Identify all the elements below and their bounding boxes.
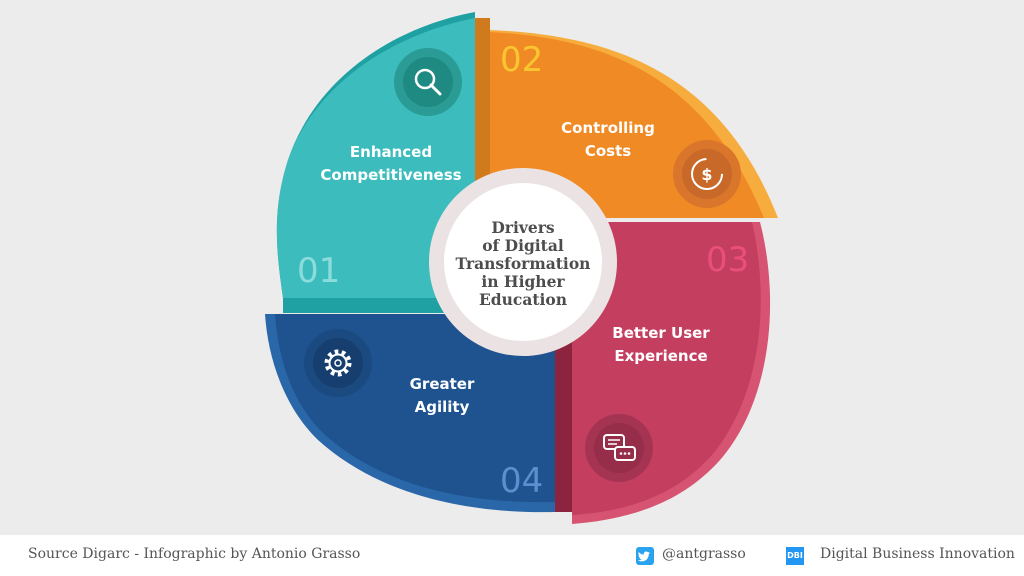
brand-name: Digital Business Innovation (820, 546, 1015, 562)
dbi-logo-icon: DBI (786, 547, 804, 565)
segment-01-label: Competitiveness (320, 166, 461, 184)
segment-03-label: Better User (612, 324, 710, 342)
center-title: Drivers of Digital Transformation in Hig… (456, 218, 591, 309)
center-title-line: of Digital (482, 236, 564, 255)
drivers-diagram: Drivers of Digital Transformation in Hig… (265, 12, 778, 524)
chat-bubbles-icon (585, 414, 653, 482)
segment-04-label: Agility (415, 398, 470, 416)
segment-04-number: 04 (500, 461, 543, 501)
center-title-line: Education (479, 290, 567, 309)
source-credit: Source Digarc - Infographic by Antonio G… (28, 546, 361, 562)
dollar-coin-icon: $ (673, 140, 741, 208)
segment-03-label: Experience (614, 347, 707, 365)
svg-text:$: $ (701, 165, 712, 184)
segment-02-number: 02 (500, 40, 543, 80)
segment-01-label: Enhanced (350, 143, 432, 161)
twitter-handle[interactable]: @antgrasso (662, 546, 746, 562)
segment-01-number: 01 (297, 251, 340, 291)
segment-02-label: Costs (585, 142, 631, 160)
gear-icon (304, 329, 372, 397)
magnifier-icon (394, 48, 462, 116)
segment-02-label: Controlling (561, 119, 655, 137)
twitter-icon[interactable] (636, 547, 654, 565)
segment-04-label: Greater (410, 375, 475, 393)
segment-03-number: 03 (706, 240, 749, 280)
center-title-line: in Higher (481, 272, 565, 291)
footer-bar: Source Digarc - Infographic by Antonio G… (0, 535, 1024, 576)
center-title-line: Transformation (456, 254, 591, 273)
center-title-line: Drivers (491, 218, 555, 237)
